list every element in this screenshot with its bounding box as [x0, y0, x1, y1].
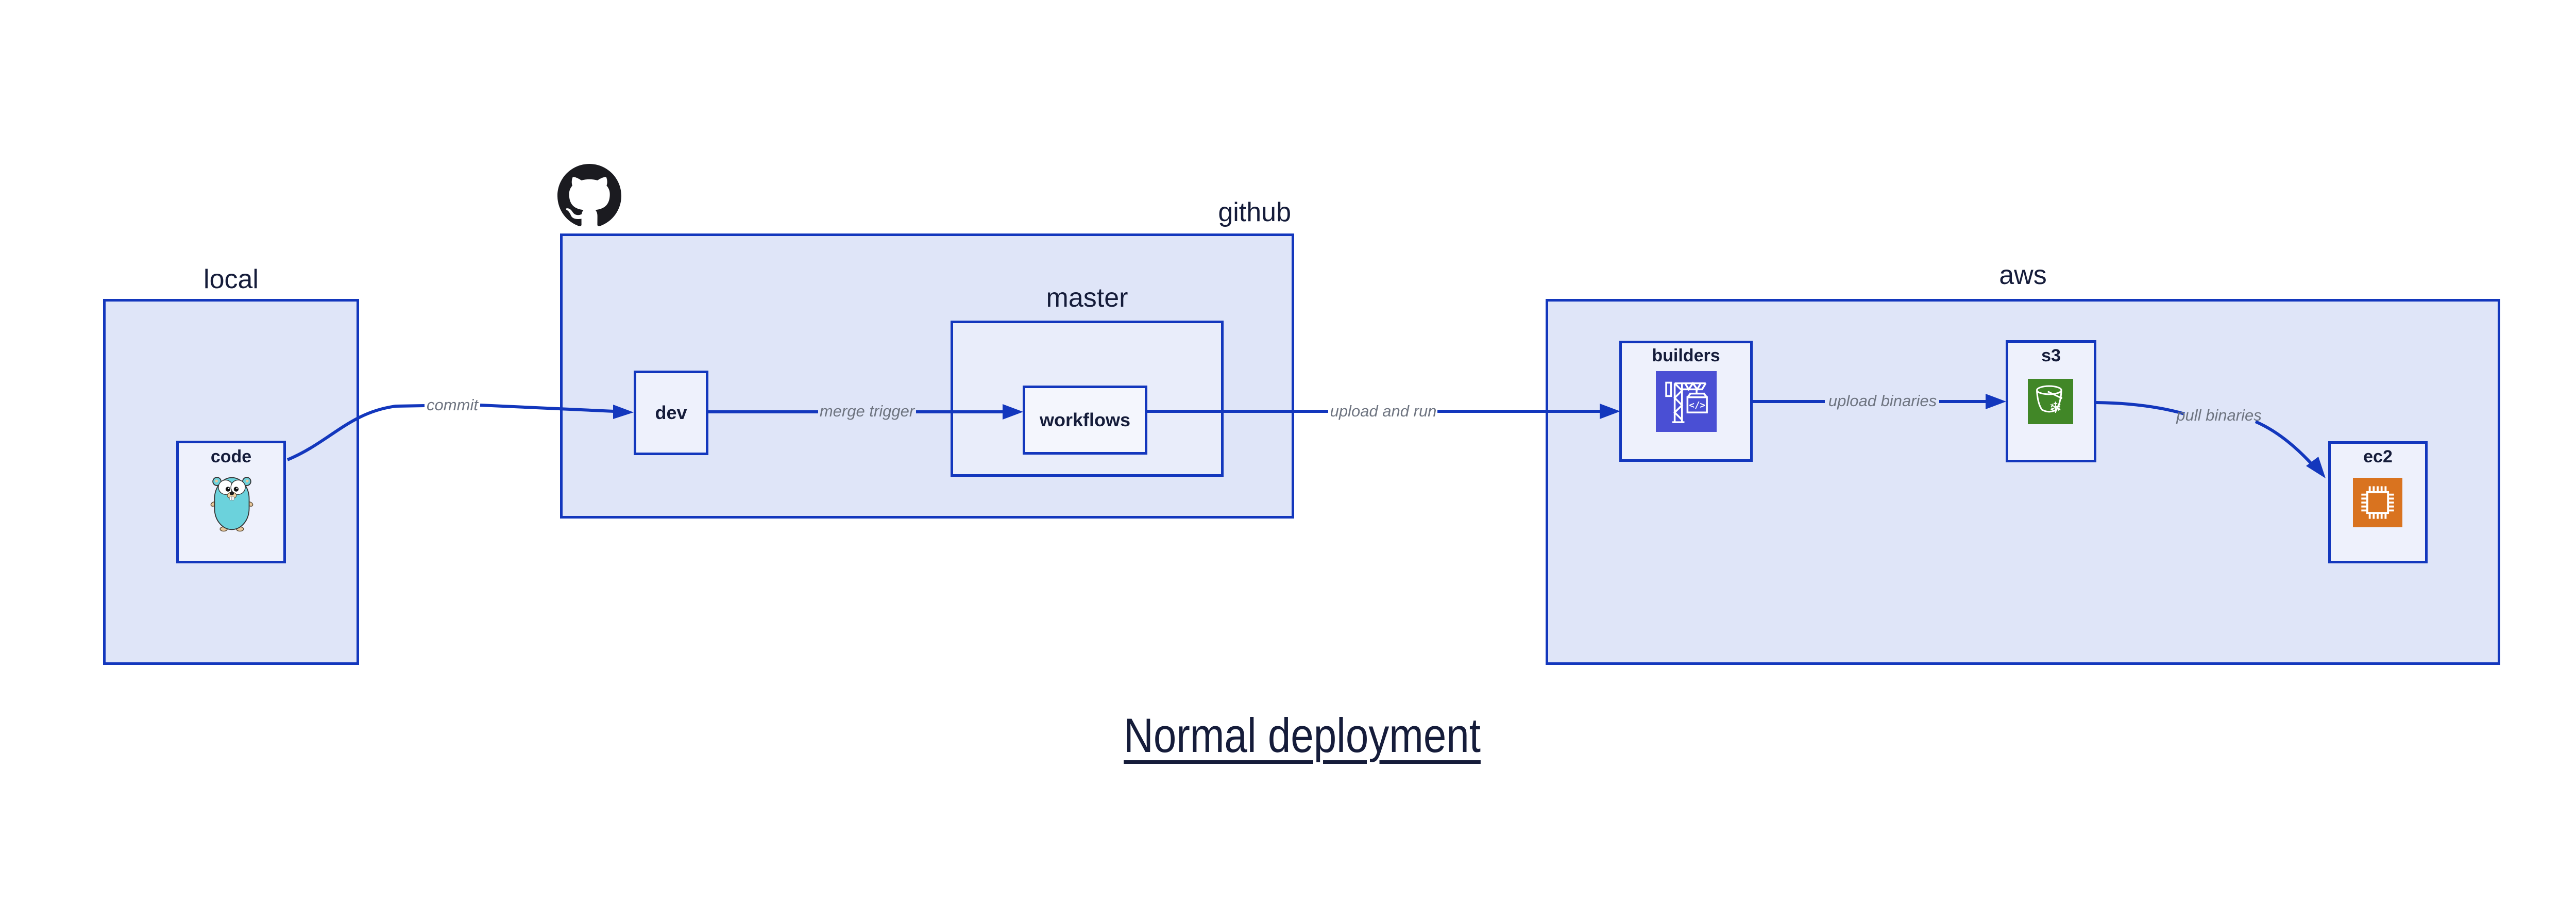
ec2-chip-icon: [2353, 478, 2402, 527]
svg-text:❄: ❄: [2049, 399, 2062, 417]
go-gopher-icon: [210, 477, 253, 532]
code-label: code: [210, 447, 252, 466]
builders-label: builders: [1652, 346, 1720, 365]
dev-label: dev: [655, 402, 687, 423]
codebuild-crane-icon: </>: [1656, 371, 1717, 432]
github-octocat-icon: [557, 164, 621, 226]
workflows-label: workflows: [1039, 409, 1131, 430]
master-label: master: [1046, 283, 1128, 313]
local-label: local: [204, 264, 259, 294]
s3-label: s3: [2041, 346, 2061, 365]
svg-text:</>: </>: [1689, 400, 1705, 411]
node-dev: [634, 371, 708, 455]
merge-trigger-edge-label: merge trigger: [819, 402, 915, 420]
diagram-title-text: Normal deployment: [1124, 708, 1481, 762]
github-label: github: [1218, 197, 1291, 227]
s3-glacier-bucket-icon: ❄: [2028, 379, 2073, 424]
node-ec2: [2328, 441, 2428, 563]
pull-binaries-edge-label: pull binaries: [2176, 406, 2262, 424]
node-workflows: [1023, 386, 1147, 455]
ec2-label: ec2: [2363, 447, 2393, 466]
aws-label: aws: [1999, 260, 2047, 290]
upload-and-run-edge-label: upload and run: [1330, 402, 1437, 420]
commit-edge-label: commit: [427, 396, 478, 414]
diagram-title: Normal deployment: [916, 707, 1689, 764]
upload-binaries-edge-label: upload binaries: [1828, 392, 1937, 410]
